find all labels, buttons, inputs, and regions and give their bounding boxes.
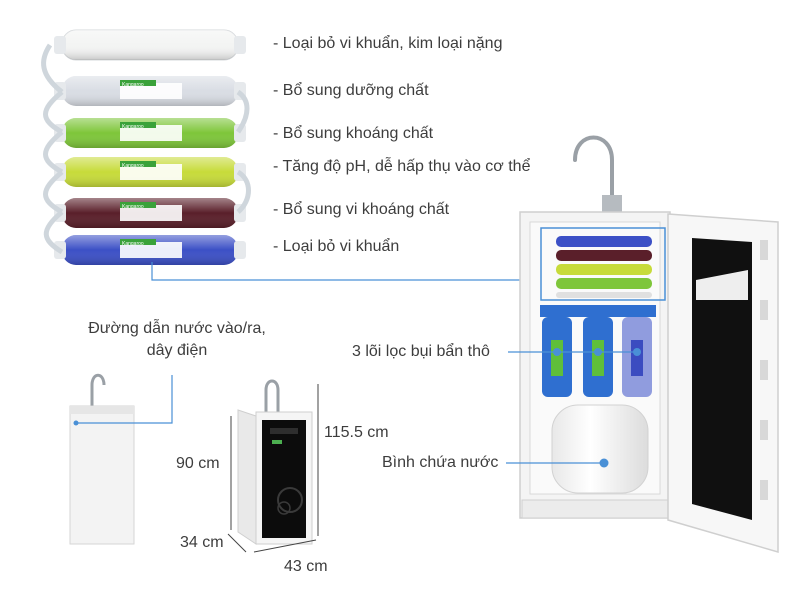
prefilter-housings <box>540 305 656 397</box>
filter-label-1: - Loại bỏ vi khuẩn, kim loại nặng <box>273 35 503 52</box>
cartridge-brand-text: Kangaroo <box>122 82 144 88</box>
open-cabinet <box>519 135 779 553</box>
filter-cartridge-icon <box>54 29 246 61</box>
filter-label-2: - Bổ sung dưỡng chất <box>273 82 429 99</box>
dimension-height-total: 115.5 cm <box>324 424 389 441</box>
cartridge-brand-text: Kangaroo <box>122 124 144 130</box>
filter-label-3: - Bổ sung khoáng chất <box>273 125 434 142</box>
tank-callout: Bình chứa nước <box>382 454 499 471</box>
front-view-unit <box>227 379 319 553</box>
cartridge-brand-text: Kangaroo <box>122 163 144 169</box>
back-view-unit <box>69 373 173 545</box>
filter-cartridge-icon: Kangaroo <box>54 235 246 265</box>
filter-cartridge-icon: Kangaroo <box>54 118 246 148</box>
filter-label-5: - Bổ sung vi khoáng chất <box>273 201 450 218</box>
filter-cartridge-icon: Kangaroo <box>54 157 246 187</box>
filter-cartridge-icon: Kangaroo <box>54 198 246 228</box>
cartridge-brand-text: Kangaroo <box>122 241 144 247</box>
dimension-height-body: 90 cm <box>176 455 220 472</box>
cartridge-brand-text: Kangaroo <box>122 204 144 210</box>
filter-label-6: - Loại bỏ vi khuẩn <box>273 238 400 255</box>
hoses <box>41 43 251 255</box>
pipes-leader-line <box>76 375 173 424</box>
prefilters-callout: 3 lõi lọc bụi bẩn thô <box>352 343 490 360</box>
filter-cartridge-icon: Kangaroo <box>54 76 246 106</box>
filter-label-4: - Tăng độ pH, dễ hấp thụ vào cơ thể <box>273 158 531 175</box>
dimension-depth: 34 cm <box>180 534 224 551</box>
faucet-icon <box>573 135 622 213</box>
pipes-callout: Đường dẫn nước vào/ra, dây điện <box>88 320 266 359</box>
dimension-width: 43 cm <box>284 558 328 575</box>
water-tank-icon <box>551 404 649 494</box>
